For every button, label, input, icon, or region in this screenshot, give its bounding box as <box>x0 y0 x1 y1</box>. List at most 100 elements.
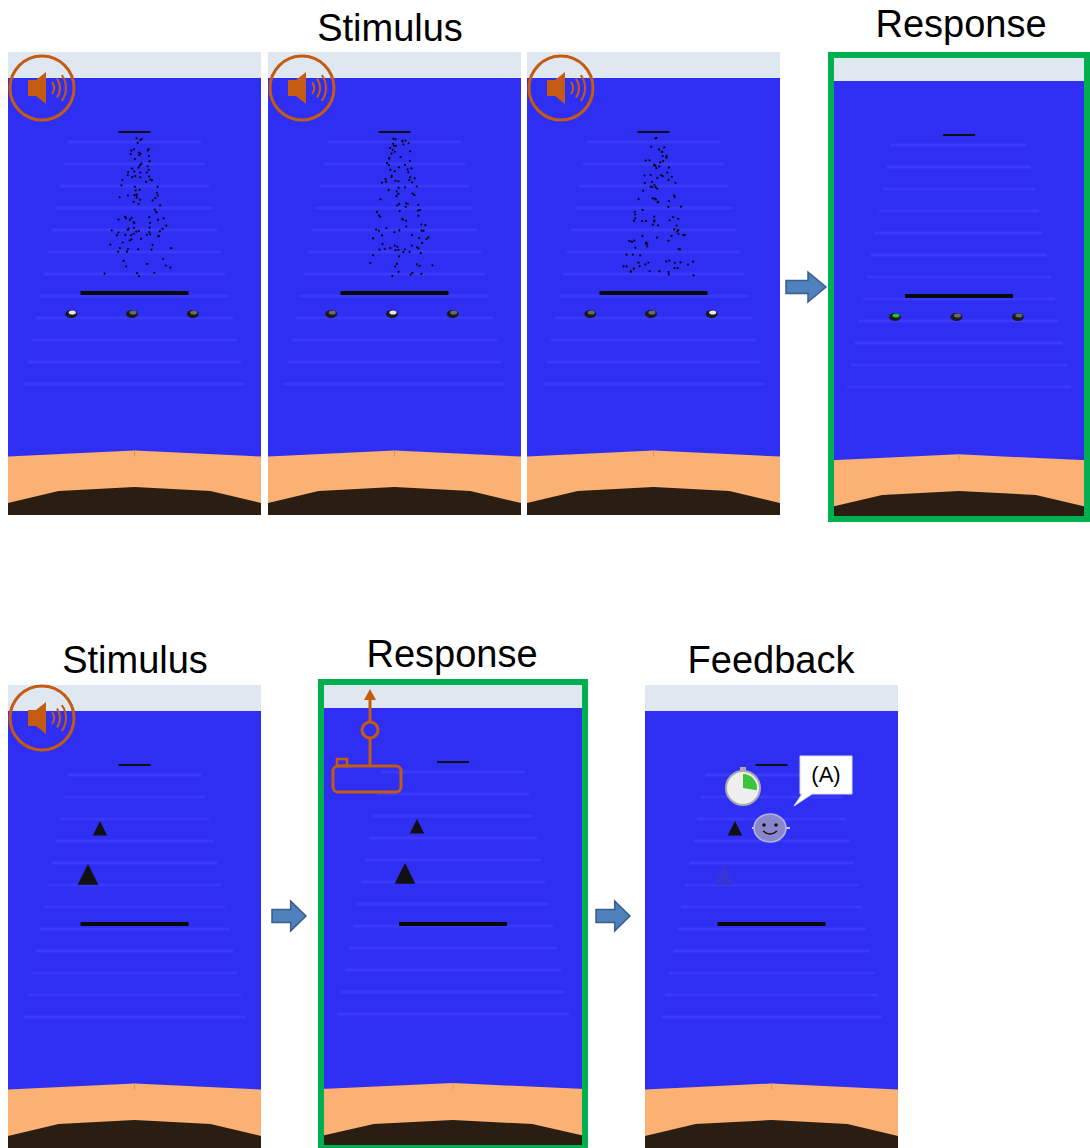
platform-bar <box>81 291 189 295</box>
depth-stripe <box>341 991 565 994</box>
depth-stripe <box>28 361 241 364</box>
particle-dot <box>127 171 129 173</box>
particle-dot <box>650 186 652 188</box>
particle-dot <box>127 229 129 231</box>
sound-wave <box>61 74 67 101</box>
particle-dot <box>111 229 113 231</box>
depth-stripe <box>369 837 537 840</box>
particle-dot <box>157 219 159 221</box>
particle-dot <box>401 218 403 220</box>
particle-dot <box>399 210 401 212</box>
particle-dot <box>133 148 135 150</box>
particle-dot <box>394 180 396 182</box>
depth-stripe <box>883 188 1035 191</box>
depth-stripe <box>40 928 229 931</box>
particle-dot <box>124 234 126 236</box>
particle-dot <box>660 174 662 176</box>
particle-dot <box>159 230 161 232</box>
particle-dot <box>393 231 395 233</box>
particle-dot <box>417 215 419 217</box>
particle-dot <box>431 264 433 266</box>
particle-dot <box>138 154 140 156</box>
platform-bar <box>399 922 507 926</box>
target-triangle <box>93 821 107 835</box>
particle-dot <box>165 265 167 267</box>
particle-dot <box>117 218 119 220</box>
particle-dot <box>126 251 128 253</box>
push-arrow-shaft <box>369 698 372 721</box>
particle-dot <box>416 263 418 265</box>
depth-stripe <box>345 969 561 972</box>
particle-dot <box>170 247 172 249</box>
floor-seam <box>134 450 135 456</box>
particle-dot <box>667 240 669 242</box>
floor-shadow <box>8 1120 261 1148</box>
particle-dot <box>668 219 670 221</box>
particle-dot <box>148 169 150 171</box>
game-panel <box>831 55 1087 519</box>
particle-dot <box>139 171 141 173</box>
depth-stripe <box>36 950 233 953</box>
particle-dot <box>391 275 393 277</box>
particle-dot <box>420 223 422 225</box>
particle-dot <box>138 275 140 277</box>
floor-shadow <box>527 487 780 515</box>
particle-dot <box>648 159 650 161</box>
depth-stripe <box>381 771 525 774</box>
icon-ring <box>10 686 74 750</box>
particle-dot <box>645 220 647 222</box>
floor <box>321 1083 585 1148</box>
creature-eye <box>774 823 778 827</box>
particle-dot <box>671 235 673 237</box>
particle-dot <box>668 166 670 168</box>
particle-dot <box>133 201 135 203</box>
water-area <box>321 708 585 1148</box>
particle-dot <box>410 273 412 275</box>
particle-dot <box>427 236 429 238</box>
depth-stripe <box>851 364 1067 367</box>
particle-dot <box>674 267 676 269</box>
depth-stripe <box>349 947 557 950</box>
particle-dot <box>398 166 400 168</box>
particle-dot <box>135 231 137 233</box>
particle-dot <box>402 143 404 145</box>
particle-dot <box>379 198 381 200</box>
particle-dot <box>158 235 160 237</box>
particle-dot <box>394 151 396 153</box>
particle-dot <box>667 271 669 273</box>
depth-stripe <box>867 276 1051 279</box>
particle-dot <box>405 220 407 222</box>
particle-dot <box>641 209 643 211</box>
particle-dot <box>628 240 630 242</box>
particle-dot <box>634 246 636 248</box>
sound-wave <box>51 82 55 95</box>
particle-dot <box>159 204 161 206</box>
depth-stripe <box>365 859 541 862</box>
particle-dot <box>672 216 674 218</box>
target-ball <box>187 310 199 318</box>
depth-stripe <box>847 386 1071 389</box>
sound-wave <box>61 704 67 731</box>
depth-stripe <box>701 796 842 799</box>
particle-dot <box>130 238 132 240</box>
speaker-icon <box>529 56 593 120</box>
horizon-mark <box>437 761 469 763</box>
particle-dot <box>124 216 126 218</box>
sound-wave <box>311 82 315 95</box>
water-area <box>8 711 261 1148</box>
particle-dot <box>162 258 164 260</box>
sound-wave <box>321 74 327 101</box>
particle-dot <box>155 211 157 213</box>
creature-eye <box>762 823 766 827</box>
particle-dot <box>397 249 399 251</box>
depth-stripe <box>52 229 217 232</box>
floor <box>527 450 780 515</box>
particle-dot <box>384 178 386 180</box>
particle-dot <box>169 267 171 269</box>
depth-stripe <box>875 232 1043 235</box>
particle-dot <box>141 138 143 140</box>
game-panel <box>8 52 261 515</box>
particle-dot <box>642 190 644 192</box>
water-area <box>8 78 261 515</box>
